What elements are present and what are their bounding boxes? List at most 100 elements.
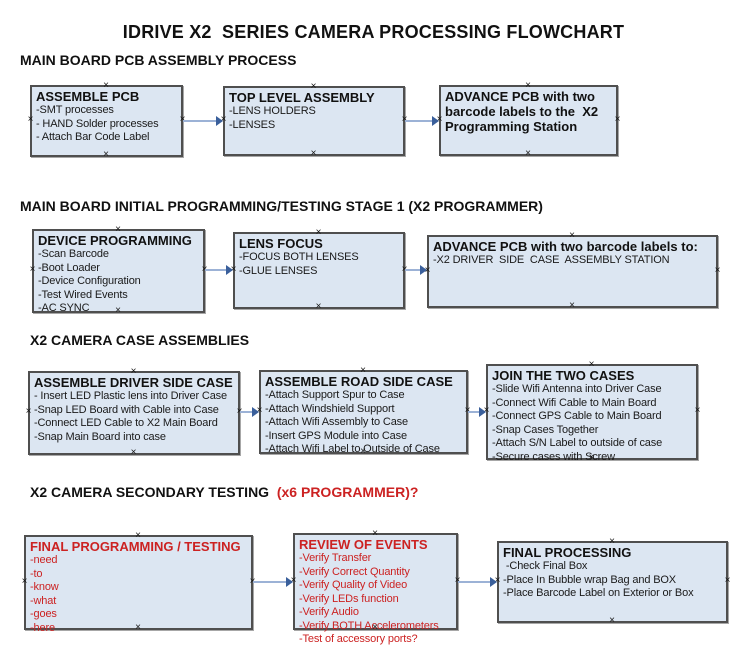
flow-box-assemble-driver-side-case: × × × × ASSEMBLE DRIVER SIDE CASE - Inse… [26,367,243,458]
connector-anchor-icon: × [694,405,701,416]
arrow-line [458,581,492,583]
box-item: -Connect Wifi Cable to Main Board [492,396,657,409]
box-item-list: -SMT processes - HAND Solder processes -… [36,104,180,145]
arrow-line [405,120,434,122]
connector-anchor-icon: × [724,575,731,586]
box-title: ADVANCE PCB with two barcode labels to t… [445,89,602,134]
box-item: -Test of accessory ports? [299,633,418,645]
box-item-list: -need -to -know -what -goes -here [30,554,250,635]
box-item: -Scan Barcode [38,248,109,260]
box-item: -Verify BOTH Accelerometers [299,619,439,632]
connector-anchor-icon: × [609,615,615,626]
box-item: -Slide Wifi Antenna into Driver Case [492,383,662,395]
box-item: -LENS HOLDERS [229,105,316,117]
section-heading-pcb-assembly: MAIN BOARD PCB ASSEMBLY PROCESS [20,52,297,68]
box-item: - Insert LED Plastic lens into Driver Ca… [34,390,227,402]
connector-anchor-icon: × [714,264,721,276]
connector-anchor-icon: × [315,301,322,312]
arrowhead-icon [286,577,293,587]
arrow-line [205,269,228,271]
box-item: -to [30,567,43,580]
box-item-list: -Scan Barcode -Boot Loader -Device Confi… [38,248,202,316]
arrowhead-icon [432,116,439,126]
flow-box-join-the-two-cases: × × × × JOIN THE TWO CASES -Slide Wifi A… [484,360,701,463]
box-title: JOIN THE TWO CASES [492,368,635,383]
box-item: -Attach Support Spur to Case [265,389,405,401]
box-item: -X2 DRIVER SIDE CASE ASSEMBLY STATION [433,254,670,266]
arrow-line [183,120,218,122]
box-title: DEVICE PROGRAMMING [38,233,192,248]
box-title: ASSEMBLE DRIVER SIDE CASE [34,375,233,390]
box-item: -Snap Cases Together [492,423,599,436]
box-title: ADVANCE PCB with two barcode labels to: [433,239,698,254]
heading-red-part: (x6 PROGRAMMER)? [276,484,419,500]
box-item: -GLUE LENSES [239,264,318,277]
heading-black-part: X2 CAMERA SECONDARY TESTING [30,484,277,500]
page-title: IDRIVE X2 SERIES CAMERA PROCESSING FLOWC… [122,22,625,42]
flow-box-device-programming: × × × × DEVICE PROGRAMMING -Scan Barcode… [30,225,208,316]
box-title: REVIEW OF EVENTS [299,537,428,552]
box-title: ASSEMBLE PCB [36,89,140,104]
flow-box-advance-pcb-programming-station: × × × × ADVANCE PCB with two barcode lab… [437,81,621,159]
box-item: -SMT processes [36,104,114,116]
box-item: -Device Configuration [38,275,141,287]
box-item: -Snap Main Board into case [34,430,166,443]
section-heading-case-assemblies: X2 CAMERA CASE ASSEMBLIES [30,332,250,348]
flow-box-final-processing: × × × × FINAL PROCESSING -Check Final Bo… [495,537,731,626]
box-item: -LENSES [229,118,276,131]
box-item: -Verify Transfer [299,552,372,564]
box-item: -Place Barcode Label on Exterior or Box [503,587,694,599]
flow-arrow [240,407,259,417]
flow-arrow [205,265,233,275]
section-heading-initial-programming: MAIN BOARD INITIAL PROGRAMMING/TESTING S… [20,198,543,214]
box-item: -Snap LED Board with Cable into Case [34,403,219,416]
flow-box-review-of-events: × × × × REVIEW OF EVENTS -Verify Transfe… [291,529,461,646]
arrow-line [240,411,254,413]
arrow-line [468,411,481,413]
flow-box-advance-pcb-case-assembly: × × × × ADVANCE PCB with two barcode lab… [425,231,721,311]
arrowhead-icon [216,116,223,126]
arrow-line [253,581,288,583]
flow-box-lens-focus: × × × × LENS FOCUS -FOCUS BOTH LENSES -G… [231,228,408,312]
connector-anchor-icon: × [27,114,34,125]
box-item: -FOCUS BOTH LENSES [239,251,359,263]
box-item: -Secure cases with Screw [492,450,615,463]
box-title: FINAL PROCESSING [503,545,632,560]
arrowhead-icon [226,265,233,275]
box-item: -Connect GPS Cable to Main Board [492,410,662,422]
box-item: -Check Final Box [503,560,588,572]
connector-anchor-icon: × [569,300,575,311]
flow-arrow [183,116,223,126]
box-item: -Place In Bubble wrap Bag and BOX [503,573,676,586]
box-item: -what [30,594,57,607]
section-heading-secondary-testing: X2 CAMERA SECONDARY TESTING (x6 PROGRAMM… [30,484,418,500]
connector-anchor-icon: × [130,447,137,458]
arrow-line [405,269,422,271]
box-item: -Attach S/N Label to outside of case [492,437,663,449]
box-item: -AC SYNC [38,302,90,314]
box-item: -Insert GPS Module into Case [265,429,407,442]
box-item: -Verify Correct Quantity [299,565,410,578]
flow-box-assemble-road-side-case: × × × × ASSEMBLE ROAD SIDE CASE -Attach … [257,366,471,457]
box-item: -Verify Quality of Video [299,579,408,591]
flow-box-top-level-assembly: × × × × TOP LEVEL ASSEMBLY -LENS HOLDERS… [221,82,408,159]
box-item-list: -FOCUS BOTH LENSES -GLUE LENSES [239,251,402,278]
flow-box-assemble-pcb: × × × × ASSEMBLE PCB -SMT processes - HA… [27,81,186,160]
box-item: -know [30,581,59,593]
arrowhead-icon [252,407,259,417]
connector-anchor-icon: × [21,575,28,587]
box-item: -Verify Audio [299,606,359,618]
box-title: FINAL PROGRAMMING / TESTING [30,539,241,554]
box-item: - HAND Solder processes [36,117,159,130]
flow-arrow [468,407,486,417]
arrowhead-icon [420,265,427,275]
box-item: -Attach Wifi Label to Outside of Case [265,443,440,455]
box-item: -Boot Loader [38,261,100,274]
box-item: -Test Wired Events [38,288,128,301]
flow-box-final-programming-testing: × × × × FINAL PROGRAMMING / TESTING -nee… [21,531,256,634]
box-item: - Attach Bar Code Label [36,131,150,143]
box-title: ASSEMBLE ROAD SIDE CASE [265,374,453,389]
box-item-list: -Verify Transfer -Verify Correct Quantit… [299,552,455,647]
box-item-list: -Attach Support Spur to Case -Attach Win… [265,389,465,457]
